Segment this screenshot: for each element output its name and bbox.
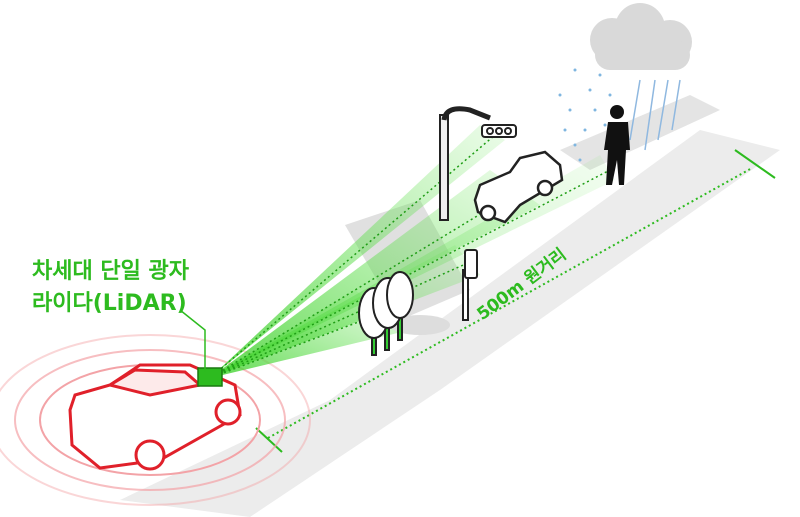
label-leader-line bbox=[179, 309, 206, 372]
distance-line bbox=[255, 149, 776, 453]
rain bbox=[558, 68, 612, 162]
lidar-sensor bbox=[197, 367, 223, 387]
rain-streaks bbox=[629, 79, 681, 151]
sidewalk bbox=[560, 95, 720, 170]
lidar-label-line1: 차세대 단일 광자 bbox=[32, 259, 189, 284]
traffic-light bbox=[439, 106, 517, 221]
lidar-label-line2: 라이다(LiDAR) bbox=[32, 291, 187, 316]
pedestrian bbox=[604, 105, 630, 185]
lidar-car bbox=[68, 363, 242, 471]
beam-dotted-lines bbox=[209, 134, 611, 379]
white-car bbox=[473, 150, 564, 224]
road-sign bbox=[462, 249, 478, 321]
lidar-label: 차세대 단일 광자 라이다(LiDAR) bbox=[32, 256, 189, 320]
road bbox=[120, 130, 780, 517]
cloud-icon bbox=[590, 3, 692, 70]
trees bbox=[358, 271, 450, 356]
